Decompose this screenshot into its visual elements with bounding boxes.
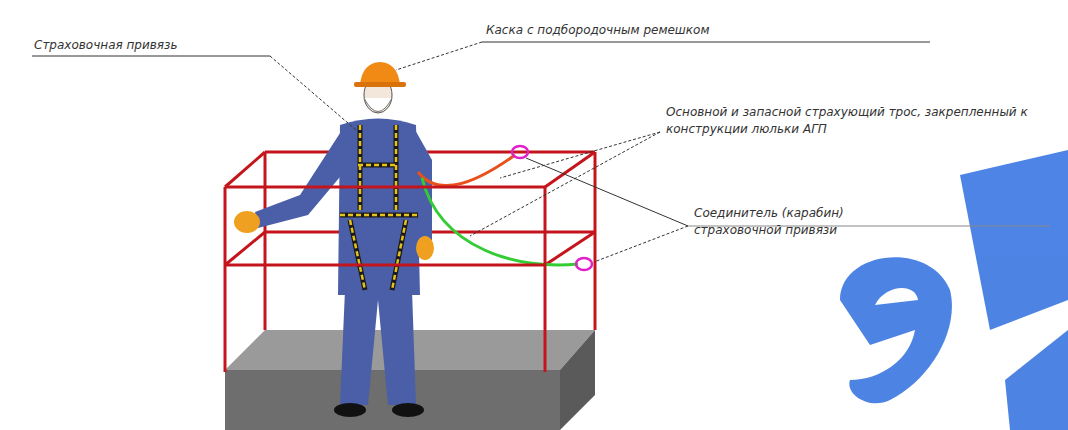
carabiner	[512, 146, 528, 158]
helmet-label: Каска с подбородочным ремешком	[486, 22, 709, 39]
watermark	[840, 150, 1068, 430]
cradle-rails-front	[225, 187, 545, 372]
leader-lines	[32, 42, 1050, 262]
rope-label: Основной и запасной страхующий трос, зак…	[666, 104, 1056, 138]
worker	[234, 62, 434, 417]
spare-rope	[422, 178, 578, 265]
carabiner-label: Соединитель (карабин) страховочной привя…	[694, 205, 909, 239]
harness-label: Страховочная привязь	[34, 37, 178, 54]
main-rope	[418, 155, 515, 186]
carabiner	[576, 258, 592, 270]
